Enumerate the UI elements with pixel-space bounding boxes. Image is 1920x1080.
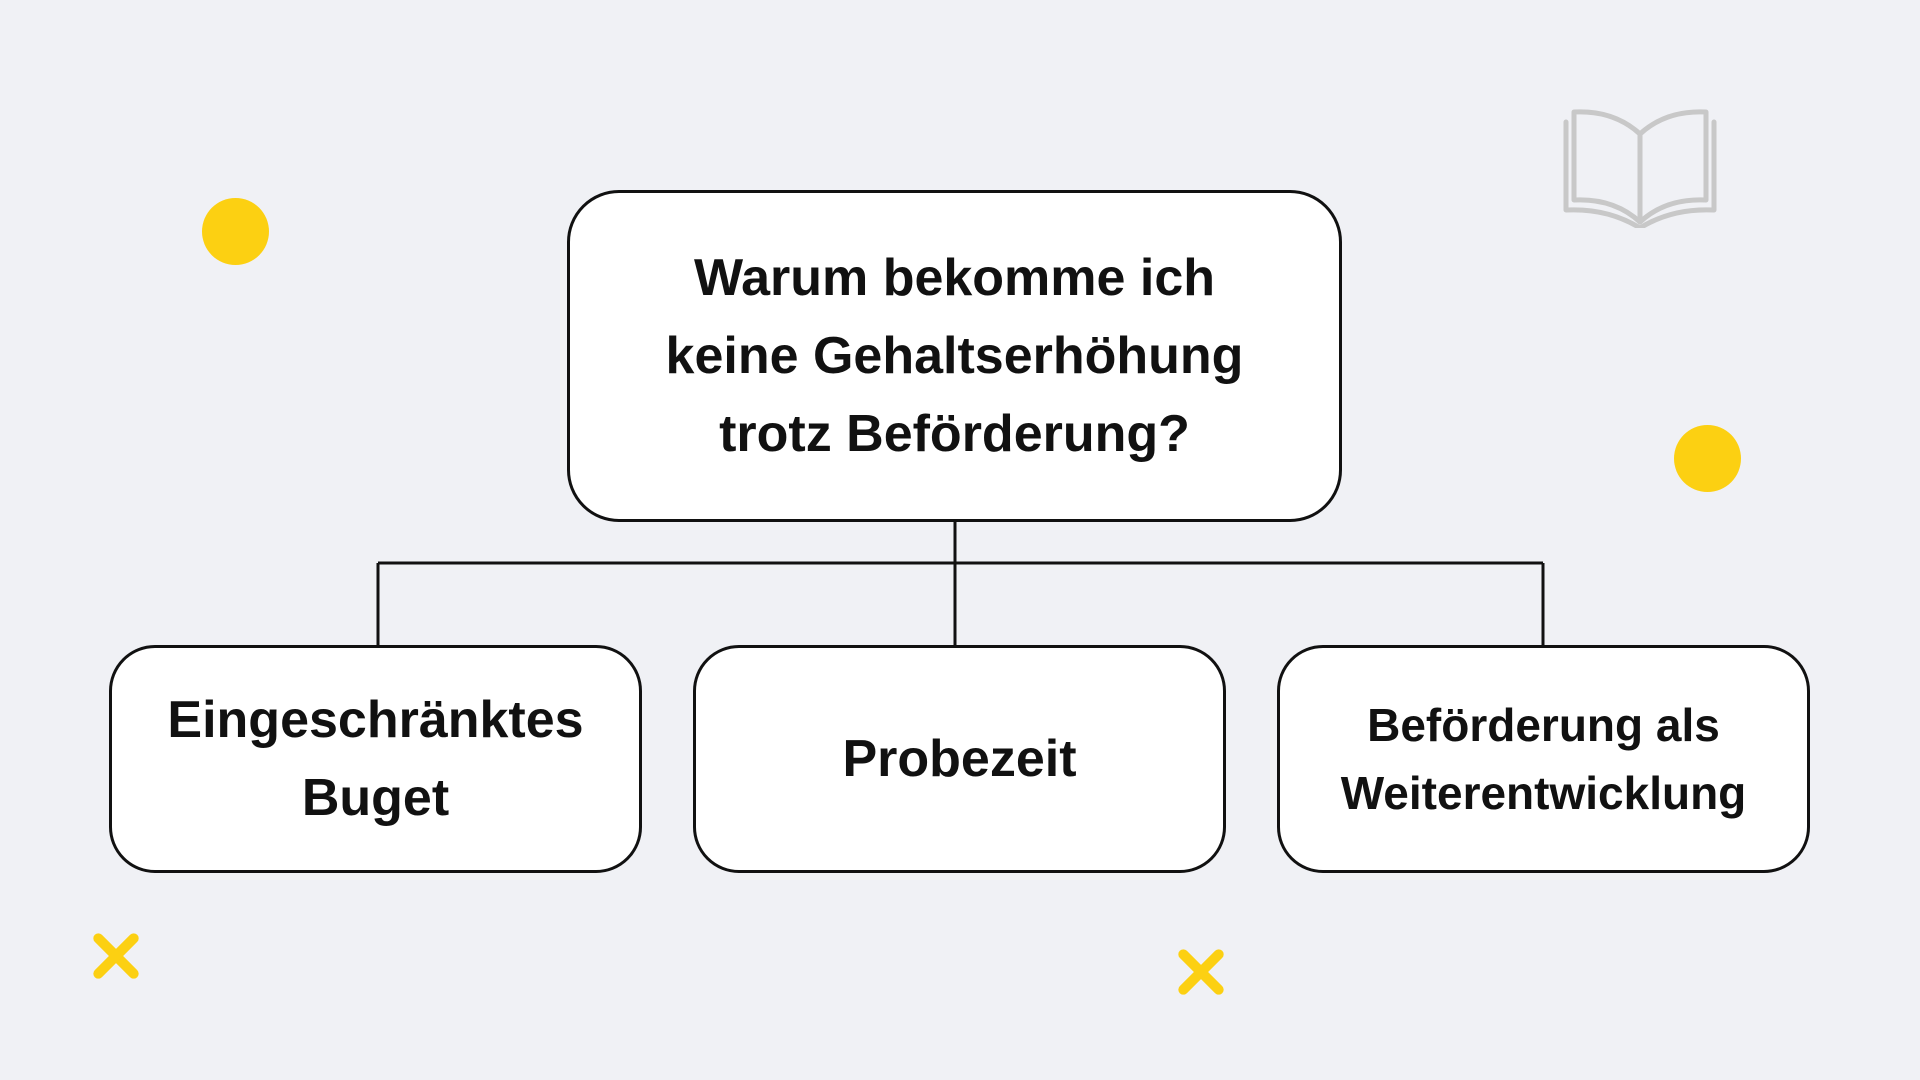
yellow-cross-icon [1173,944,1229,1000]
yellow-cross-icon [88,928,144,984]
reason-text-development: Beförderung als Weiterentwicklung [1340,699,1747,819]
reason-box-budget: Eingeschränktes Buget [109,645,642,873]
yellow-dot-icon [202,198,269,265]
reason-box-probation: Probezeit [693,645,1226,873]
reason-text-probation: Probezeit [842,730,1077,788]
book-icon [1563,109,1717,228]
root-question-text: Warum bekomme ich keine Gehaltserhöhung … [665,249,1244,463]
yellow-dot-icon [1674,425,1741,492]
reason-text-budget: Eingeschränktes Buget [167,691,584,827]
reason-box-development: Beförderung als Weiterentwicklung [1277,645,1810,873]
root-question-box: Warum bekomme ich keine Gehaltserhöhung … [567,190,1342,522]
